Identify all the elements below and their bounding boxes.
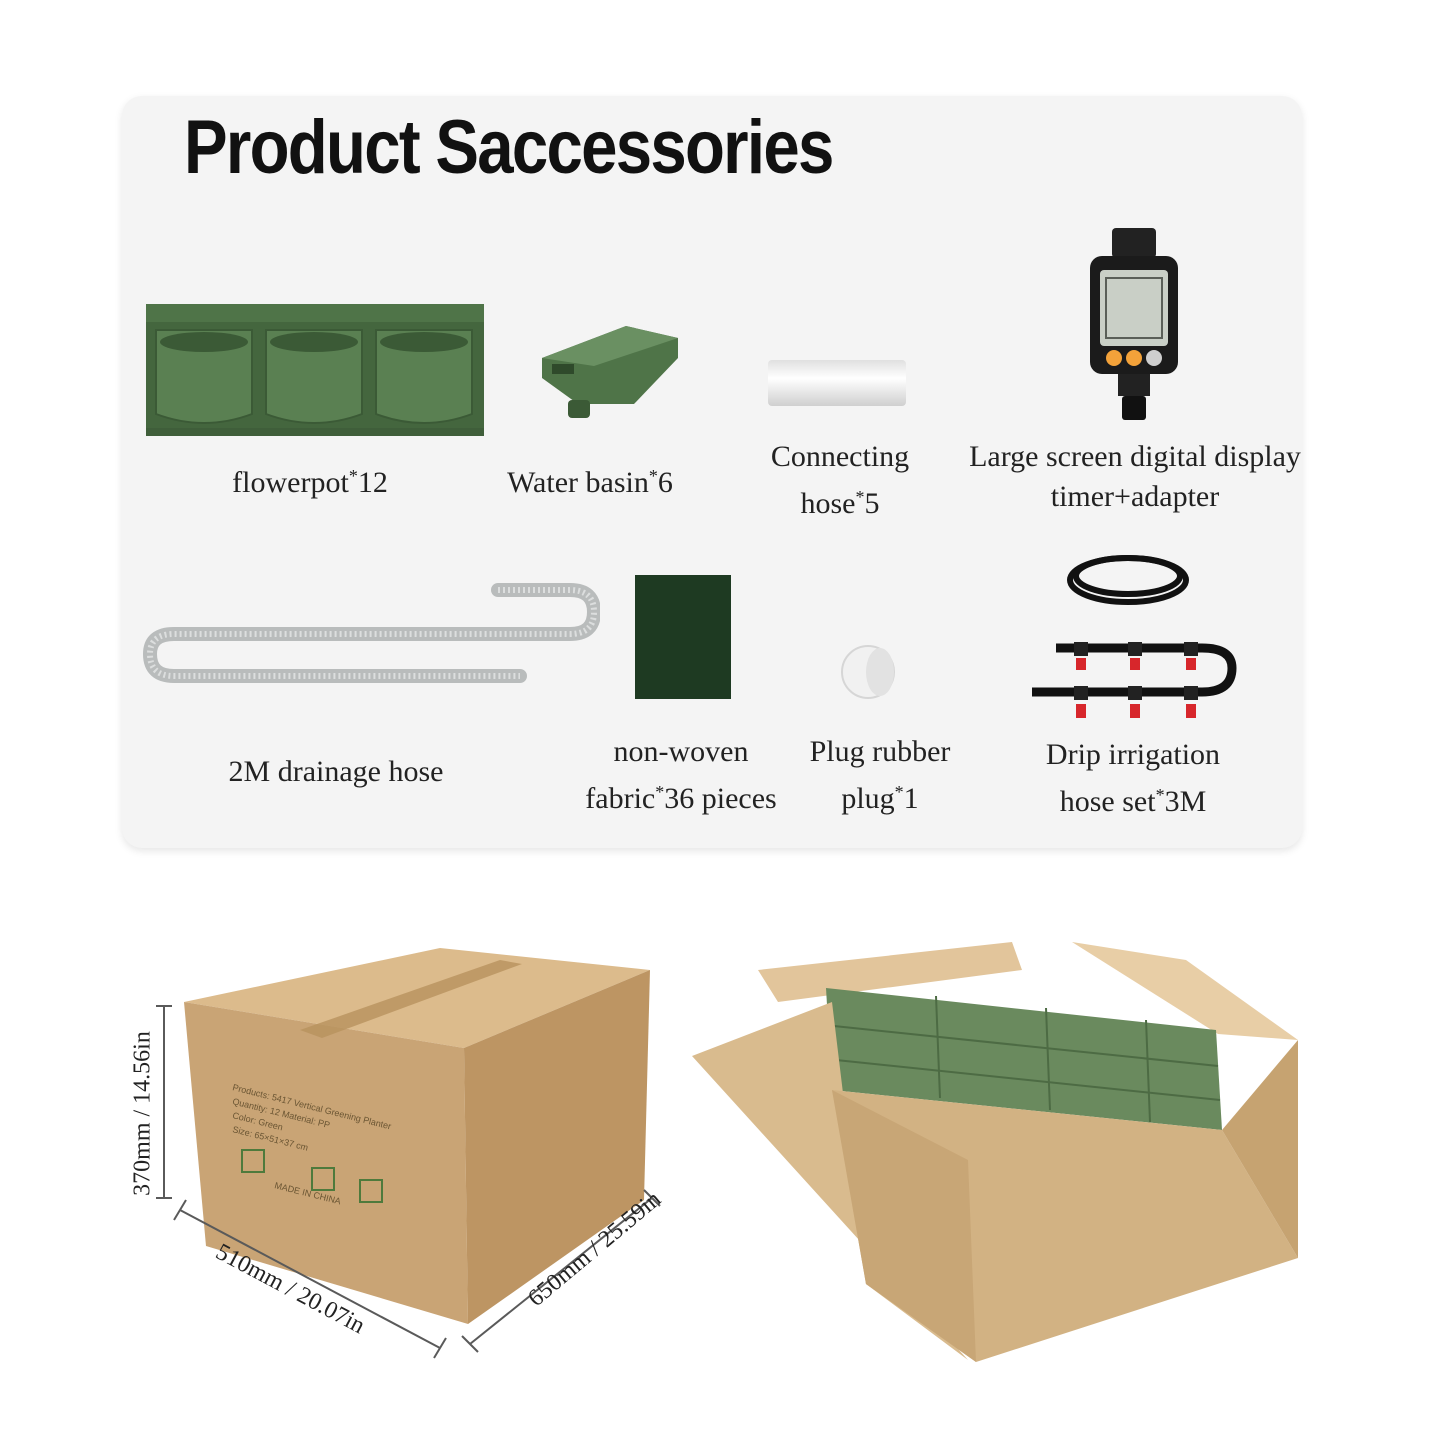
rubber-plug-image — [841, 645, 895, 699]
dimension-lines — [156, 1005, 661, 1359]
open-box-image — [692, 942, 1298, 1362]
page-title: Product Saccessories — [184, 105, 834, 190]
water-basin-image — [542, 326, 678, 418]
drainage-hose-image — [142, 583, 600, 683]
fabric-label: non-woven fabric*36 pieces — [585, 735, 777, 815]
connecting-hose-label: Connecting hose*5 — [770, 440, 910, 520]
closed-box-image: Products: 5417 Vertical Greening Planter… — [184, 948, 650, 1324]
water-basin-label: Water basin*6 — [507, 466, 673, 499]
rubber-plug-label: Plug rubber plug*1 — [809, 735, 951, 815]
digital-timer-image — [1090, 228, 1178, 420]
flowerpot-label: flowerpot*12 — [232, 466, 388, 499]
accessories-card — [122, 96, 1302, 848]
connecting-hose-image — [768, 360, 906, 406]
drainage-hose-label: 2M drainage hose — [228, 755, 444, 788]
non-woven-fabric-image — [635, 575, 731, 699]
flowerpot-image — [146, 304, 484, 436]
box-height-dimension: 370mm / 14.56in — [129, 1031, 156, 1196]
drip-irrigation-image — [1032, 555, 1237, 718]
drip-irrigation-label: Drip irrigation hose set*3M — [1045, 738, 1221, 818]
timer-label: Large screen digital display timer+adapt… — [969, 440, 1301, 513]
